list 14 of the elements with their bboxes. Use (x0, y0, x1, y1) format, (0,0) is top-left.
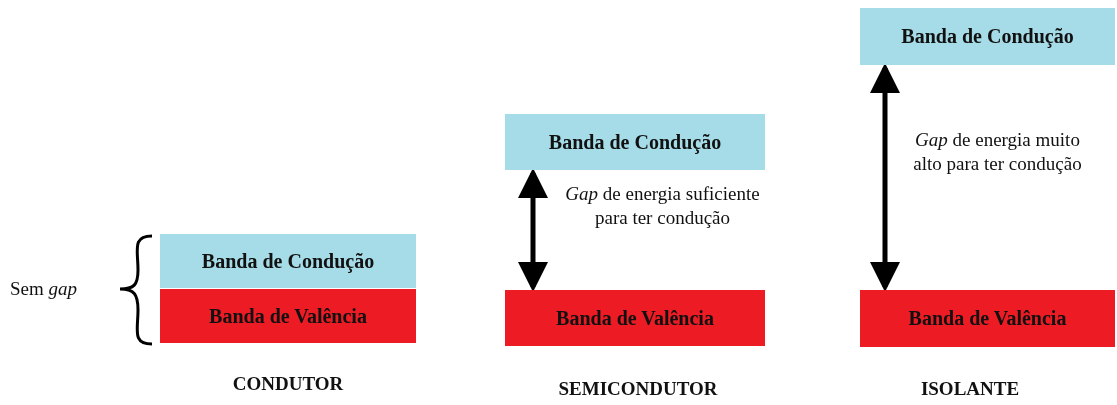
valence-band: Banda de Valência (860, 290, 1115, 347)
edge-label: Gap de energia muito alto para ter condução (912, 128, 1083, 176)
diagram-caption: SEMICONDUTOR (558, 378, 718, 400)
diagram-caption: CONDUTOR (232, 373, 344, 395)
gap-note: Sem gap (10, 277, 78, 301)
double-arrow (870, 63, 900, 292)
double-arrow (518, 168, 548, 292)
conduction-band: Banda de Condução (860, 8, 1115, 65)
diagram-caption: ISOLANTE (920, 378, 1020, 400)
valence-band: Banda de Valência (160, 289, 416, 343)
conduction-band: Banda de Condução (160, 234, 416, 288)
edge-label: Gap de energia suficiente para ter condução (564, 182, 761, 230)
valence-band: Banda de Valência (505, 290, 765, 346)
conduction-band: Banda de Condução (505, 114, 765, 170)
